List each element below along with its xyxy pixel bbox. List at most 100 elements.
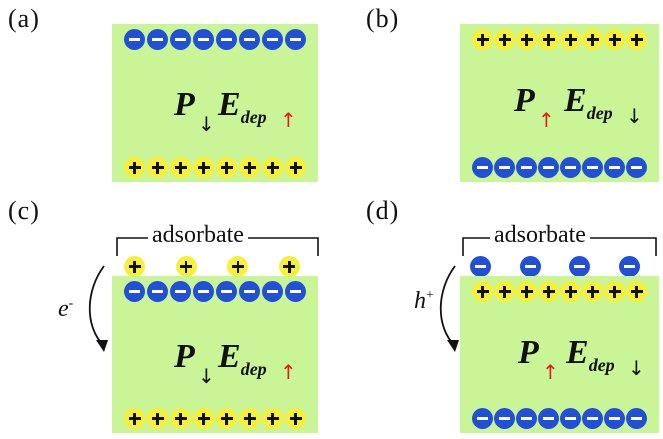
panel-d-e-arrow: ↓ — [628, 356, 645, 380]
panel-a-e-label: Edep — [218, 86, 267, 127]
positive-charge-icon — [538, 281, 559, 302]
panel-c-top-charges — [112, 281, 318, 302]
panel-d-top-charges — [460, 281, 659, 302]
positive-charge-icon — [175, 256, 197, 277]
panel-b-label: (b) — [366, 4, 400, 33]
panel-c-carrier-label: e- — [58, 296, 74, 322]
negative-charge-icon — [262, 29, 283, 50]
panel-a-e-arrow: ↑ — [280, 108, 297, 132]
negative-charge-icon — [124, 281, 145, 302]
panel-c-film: P ↓ Edep ↑ — [112, 276, 318, 433]
panel-c-adsorbate-charges — [124, 256, 300, 277]
panel-d-bottom-charges — [460, 408, 659, 429]
negative-charge-icon — [470, 256, 491, 277]
positive-charge-icon — [582, 281, 603, 302]
negative-charge-icon — [124, 29, 145, 50]
negative-charge-icon — [516, 408, 537, 429]
negative-charge-icon — [170, 281, 191, 302]
panel-c-e-arrow: ↑ — [280, 360, 297, 384]
positive-charge-icon — [516, 29, 537, 50]
positive-charge-icon — [262, 408, 283, 429]
negative-charge-icon — [582, 157, 603, 178]
negative-charge-icon — [538, 408, 559, 429]
panel-a-bottom-charges — [112, 157, 318, 178]
negative-charge-icon — [285, 281, 306, 302]
negative-charge-icon — [569, 256, 591, 277]
positive-charge-icon — [124, 157, 145, 178]
negative-charge-icon — [516, 157, 537, 178]
panel-a-film: P ↓ Edep ↑ — [112, 24, 318, 182]
negative-charge-icon — [560, 157, 581, 178]
negative-charge-icon — [285, 29, 306, 50]
panel-b-bottom-charges — [460, 157, 659, 178]
positive-charge-icon — [494, 29, 515, 50]
positive-charge-icon — [604, 29, 625, 50]
negative-charge-icon — [147, 281, 168, 302]
positive-charge-icon — [147, 157, 168, 178]
positive-charge-icon — [239, 408, 260, 429]
panel-d-p-label: P — [518, 334, 539, 371]
positive-charge-icon — [472, 281, 493, 302]
negative-charge-icon — [626, 408, 647, 429]
panel-c-adsorbate-label: adsorbate — [148, 222, 248, 249]
negative-charge-icon — [494, 157, 515, 178]
panel-d-p-arrow: ↑ — [542, 360, 559, 384]
panel-c-label: (c) — [8, 196, 40, 225]
positive-charge-icon — [216, 408, 237, 429]
positive-charge-icon — [170, 157, 191, 178]
positive-charge-icon — [262, 157, 283, 178]
positive-charge-icon — [285, 157, 306, 178]
negative-charge-icon — [494, 408, 515, 429]
positive-charge-icon — [582, 29, 603, 50]
negative-charge-icon — [618, 256, 640, 277]
negative-charge-icon — [239, 281, 260, 302]
panel-a-p-label: P — [174, 86, 195, 123]
positive-charge-icon — [216, 157, 237, 178]
panel-a-label: (a) — [8, 4, 40, 33]
negative-charge-icon — [170, 29, 191, 50]
panel-d-adsorbate-charges — [470, 256, 640, 277]
negative-charge-icon — [216, 29, 237, 50]
positive-charge-icon — [124, 408, 145, 429]
panel-c-p-label: P — [174, 338, 195, 375]
negative-charge-icon — [147, 29, 168, 50]
panel-b-top-charges — [460, 29, 659, 50]
negative-charge-icon — [560, 408, 581, 429]
panel-d-carrier-label: h+ — [414, 288, 434, 314]
negative-charge-icon — [262, 281, 283, 302]
positive-charge-icon — [170, 408, 191, 429]
positive-charge-icon — [227, 256, 249, 277]
positive-charge-icon — [560, 29, 581, 50]
panel-b-e-label: Edep — [564, 82, 613, 123]
negative-charge-icon — [472, 157, 493, 178]
negative-charge-icon — [604, 408, 625, 429]
negative-charge-icon — [216, 281, 237, 302]
panel-b-film: P ↑ Edep ↓ — [460, 24, 659, 182]
positive-charge-icon — [604, 281, 625, 302]
positive-charge-icon — [538, 29, 559, 50]
panel-d-adsorbate-label: adsorbate — [490, 222, 590, 249]
panel-a-p-arrow: ↓ — [198, 112, 215, 136]
positive-charge-icon — [193, 408, 214, 429]
positive-charge-icon — [472, 29, 493, 50]
panel-b-e-arrow: ↓ — [626, 104, 643, 128]
panel-b-p-label: P — [514, 82, 535, 119]
panel-c-p-arrow: ↓ — [198, 364, 215, 388]
panel-a-top-charges — [112, 29, 318, 50]
panel-d-label: (d) — [366, 196, 400, 225]
positive-charge-icon — [285, 408, 306, 429]
positive-charge-icon — [626, 29, 647, 50]
positive-charge-icon — [626, 281, 647, 302]
panel-d-film: P ↑ Edep ↓ — [460, 276, 659, 433]
negative-charge-icon — [538, 157, 559, 178]
positive-charge-icon — [147, 408, 168, 429]
panel-d-e-label: Edep — [566, 334, 615, 375]
negative-charge-icon — [239, 29, 260, 50]
panel-b-p-arrow: ↑ — [538, 108, 555, 132]
positive-charge-icon — [239, 157, 260, 178]
negative-charge-icon — [626, 157, 647, 178]
negative-charge-icon — [519, 256, 541, 277]
panel-c-bottom-charges — [112, 408, 318, 429]
positive-charge-icon — [124, 256, 145, 277]
negative-charge-icon — [193, 29, 214, 50]
